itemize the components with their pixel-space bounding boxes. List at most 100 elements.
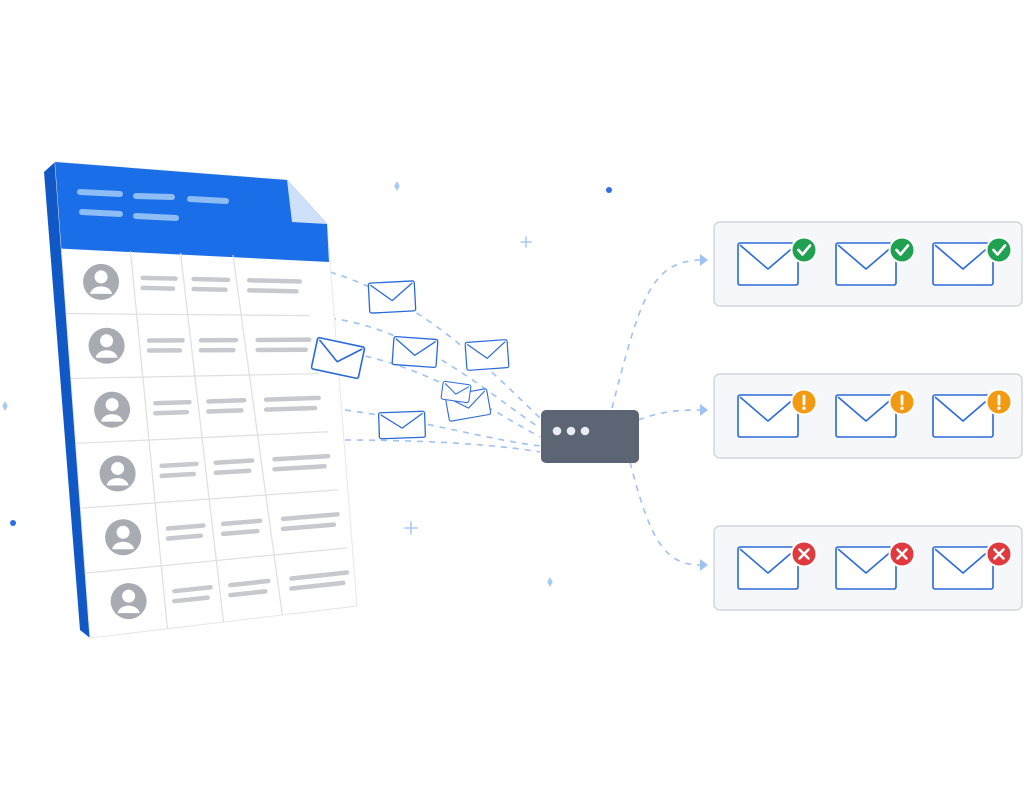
status-panels — [713, 221, 1023, 611]
arrowhead-icon — [700, 559, 708, 571]
table-row — [105, 512, 340, 556]
cell-placeholder-line — [263, 405, 318, 412]
user-avatar-icon — [99, 455, 136, 492]
envelope-icon — [440, 380, 472, 404]
user-avatar-icon — [110, 583, 147, 620]
cell-placeholder-line — [272, 464, 327, 472]
cell-placeholder-line — [246, 278, 303, 284]
check-icon — [985, 236, 1013, 264]
envelope-icon — [835, 242, 897, 286]
header-placeholder-line — [133, 213, 179, 221]
table-row — [110, 570, 350, 620]
server-icon — [541, 410, 639, 463]
status-panel-delivered — [713, 221, 1023, 307]
grid-column-line — [232, 254, 283, 616]
exclamation-icon — [790, 388, 818, 416]
cell-placeholder-line — [289, 570, 350, 581]
envelope-icon — [835, 546, 897, 590]
arrowhead-icon — [700, 254, 708, 266]
header-placeholder-line — [187, 196, 229, 204]
server — [541, 410, 639, 463]
cell-placeholder-line — [228, 578, 271, 588]
envelope-icon — [367, 280, 417, 314]
cell-placeholder-line — [191, 286, 228, 293]
server-dot — [552, 426, 562, 436]
cell-placeholder-line — [263, 395, 321, 402]
folded-corner-icon — [287, 180, 327, 224]
cell-placeholder-line — [289, 580, 346, 591]
table-row — [94, 391, 321, 428]
connector-line — [329, 271, 541, 419]
envelope-icon — [464, 339, 510, 371]
connector-lines — [329, 254, 708, 571]
envelope-icon — [932, 394, 994, 438]
sparkle-icon — [547, 577, 553, 587]
check-icon — [790, 236, 818, 264]
grid-column-line — [179, 253, 225, 623]
connector-line — [344, 439, 541, 453]
cell-placeholder-line — [191, 276, 231, 283]
exclamation-icon — [888, 388, 916, 416]
spreadsheet — [44, 161, 358, 639]
user-avatar-icon — [88, 327, 125, 364]
connector-line — [611, 259, 701, 409]
cell-placeholder-line — [159, 471, 197, 479]
exclamation-icon — [985, 388, 1013, 416]
cell-placeholder-line — [153, 399, 192, 406]
envelope-icon — [310, 336, 366, 380]
plus-sparkle-icon — [404, 521, 418, 535]
plus-sparkle-icon — [520, 236, 532, 248]
arrowhead-icon — [700, 404, 708, 416]
user-avatar-icon — [105, 519, 142, 556]
envelope-icon — [932, 242, 994, 286]
dot-icon — [10, 520, 16, 526]
connector-line — [637, 409, 701, 421]
sparkle-icon — [2, 401, 8, 411]
cell-placeholder-line — [206, 398, 247, 404]
table-row — [88, 327, 312, 364]
cell-placeholder-line — [165, 533, 204, 541]
flying-envelopes — [310, 280, 510, 440]
sparkle-icon — [394, 181, 400, 191]
connector-line — [329, 317, 541, 429]
header-placeholder-line — [77, 189, 123, 197]
header-placeholder-line — [79, 209, 123, 217]
cell-placeholder-line — [228, 589, 268, 598]
x-icon — [985, 540, 1013, 568]
status-panel-failed — [713, 525, 1023, 611]
connector-line — [329, 349, 541, 438]
envelope-icon — [737, 394, 799, 438]
envelope-icon — [932, 546, 994, 590]
envelope-icon — [737, 242, 799, 286]
cell-placeholder-line — [213, 468, 252, 475]
check-icon — [888, 236, 916, 264]
user-avatar-icon — [94, 391, 131, 428]
user-avatar-icon — [83, 263, 120, 300]
cell-placeholder-line — [172, 595, 210, 604]
envelope-icon — [377, 410, 427, 440]
server-dot — [580, 426, 590, 436]
cell-placeholder-line — [206, 408, 244, 414]
cell-placeholder-line — [246, 288, 299, 294]
cell-placeholder-line — [280, 512, 340, 522]
sparkles — [2, 181, 612, 587]
cell-placeholder-line — [140, 275, 178, 281]
cell-placeholder-line — [272, 453, 331, 462]
x-icon — [888, 540, 916, 568]
cell-placeholder-line — [153, 409, 190, 416]
cell-placeholder-line — [165, 523, 206, 531]
cell-placeholder-line — [220, 528, 260, 537]
cell-placeholder-line — [172, 585, 213, 594]
connector-line — [629, 461, 701, 566]
header-placeholder-line — [133, 193, 175, 200]
x-icon — [790, 540, 818, 568]
spreadsheet-header — [55, 162, 329, 262]
cell-placeholder-line — [159, 461, 199, 469]
envelope-icon — [737, 546, 799, 590]
grid-column-line — [129, 251, 169, 629]
table-row — [99, 453, 331, 492]
server-dot — [566, 426, 576, 436]
connector-line — [344, 409, 541, 447]
cell-placeholder-line — [213, 458, 255, 465]
